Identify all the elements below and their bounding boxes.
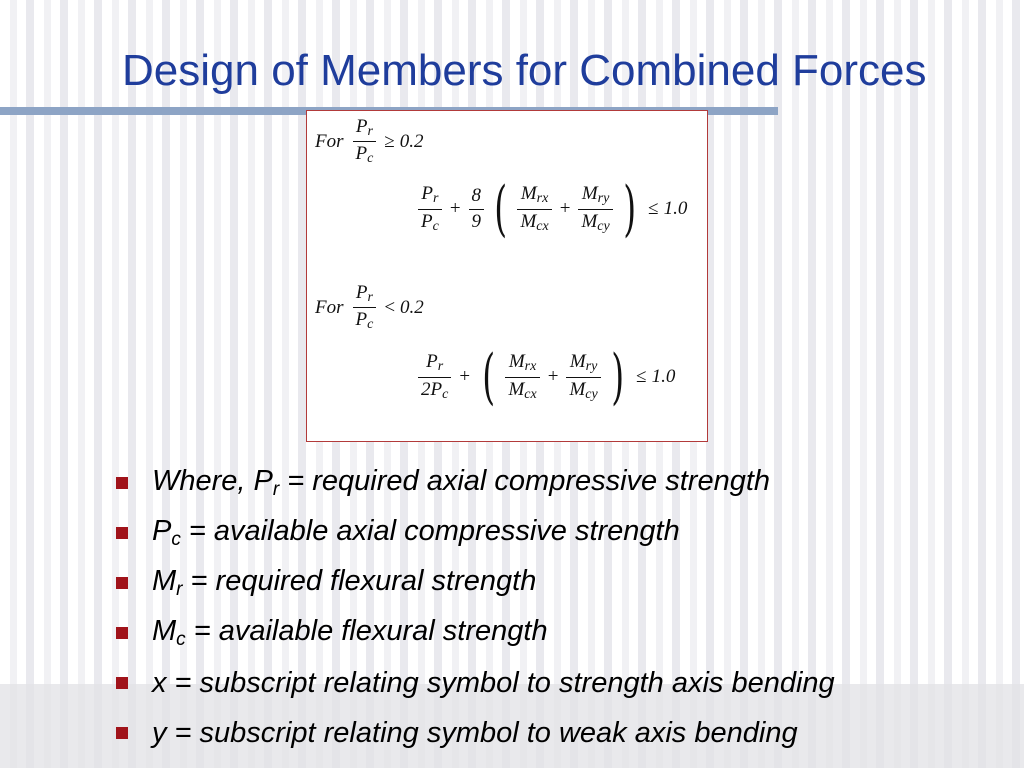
lt-symbol: < — [384, 296, 396, 318]
fraction-pr-2pc: Pr 2Pc — [418, 351, 452, 402]
square-bullet-icon — [116, 727, 128, 739]
plus-symbol: + — [547, 366, 559, 387]
equation-1: Pr Pc + 8 9 ( Mrx Mcx + Mry Mcy ) ≤ 1.0 — [415, 179, 687, 239]
fraction-pr-pc: Pr Pc — [352, 116, 377, 167]
fraction-mrx-mcx: Mrx Mcx — [505, 351, 540, 402]
square-bullet-icon — [116, 677, 128, 689]
square-bullet-icon — [116, 577, 128, 589]
le-symbol: ≤ — [636, 366, 647, 387]
threshold-value: 0.2 — [399, 130, 424, 152]
bullet-text: x = subscript relating symbol to strengt… — [152, 666, 835, 699]
fraction-mry-mcy: Mry Mcy — [578, 183, 613, 234]
square-bullet-icon — [116, 477, 128, 489]
formula-box: For Pr Pc ≥ 0.2 Pr Pc + 8 9 ( Mrx Mcx + … — [306, 110, 708, 442]
limit-value: 1.0 — [651, 366, 676, 387]
le-symbol: ≤ — [648, 198, 659, 219]
left-paren: ( — [494, 174, 508, 244]
condition-1: For Pr Pc ≥ 0.2 — [315, 116, 424, 167]
list-item: Mr = required flexural strength — [116, 558, 835, 608]
list-item: y = subscript relating symbol to weak ax… — [116, 708, 835, 758]
right-paren: ) — [610, 342, 624, 412]
ge-symbol: ≥ — [384, 130, 395, 152]
square-bullet-icon — [116, 527, 128, 539]
equation-2: Pr 2Pc + ( Mrx Mcx + Mry Mcy ) ≤ 1.0 — [415, 347, 675, 407]
threshold-value: 0.2 — [400, 296, 424, 318]
plus-symbol: + — [459, 366, 471, 387]
right-paren: ) — [622, 174, 636, 244]
bullet-text: Pc = available axial compressive strengt… — [152, 515, 680, 550]
square-bullet-icon — [116, 627, 128, 639]
limit-value: 1.0 — [663, 198, 688, 219]
list-item: Where, Pr = required axial compressive s… — [116, 458, 835, 508]
bullet-text: Mc = available flexural strength — [152, 615, 548, 650]
definitions-list: Where, Pr = required axial compressive s… — [116, 458, 835, 758]
fraction-pr-pc: Pr Pc — [352, 282, 377, 333]
plus-symbol: + — [449, 198, 461, 219]
for-word: For — [315, 296, 344, 318]
list-item: Mc = available flexural strength — [116, 608, 835, 658]
for-word: For — [315, 130, 344, 152]
condition-2: For Pr Pc < 0.2 — [315, 282, 424, 333]
slide-title: Design of Members for Combined Forces — [122, 46, 927, 95]
fraction-pr-pc: Pr Pc — [418, 183, 442, 234]
fraction-mrx-mcx: Mrx Mcx — [517, 183, 552, 234]
left-paren: ( — [482, 342, 496, 412]
bullet-text: y = subscript relating symbol to weak ax… — [152, 716, 798, 749]
list-item: x = subscript relating symbol to strengt… — [116, 658, 835, 708]
fraction-mry-mcy: Mry Mcy — [566, 351, 601, 402]
list-item: Pc = available axial compressive strengt… — [116, 508, 835, 558]
plus-symbol: + — [559, 198, 571, 219]
background-band — [0, 684, 1024, 768]
bullet-text: Where, Pr = required axial compressive s… — [152, 465, 771, 500]
fraction-8-9: 8 9 — [468, 185, 485, 233]
bullet-text: Mr = required flexural strength — [152, 565, 537, 600]
